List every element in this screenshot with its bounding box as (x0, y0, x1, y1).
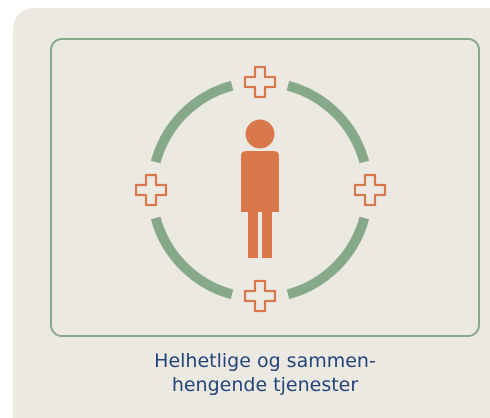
caption-line-2: hengende tjenester (171, 374, 359, 396)
plus-icon (243, 279, 277, 313)
diagram-caption: Helhetlige og sammen- hengende tjenester (50, 349, 480, 397)
plus-icon (134, 173, 168, 207)
ring-segment-bottom-left (150, 216, 234, 300)
ring-segment-bottom-right (286, 216, 370, 300)
ring-segment-top-left (150, 80, 234, 164)
person-icon (241, 119, 279, 258)
plus-icon (243, 65, 277, 99)
ring-segment-top-right (286, 80, 370, 164)
caption-line-1: Helhetlige og sammen- (154, 350, 376, 372)
diagram-frame (50, 38, 480, 337)
plus-icon (353, 173, 387, 207)
